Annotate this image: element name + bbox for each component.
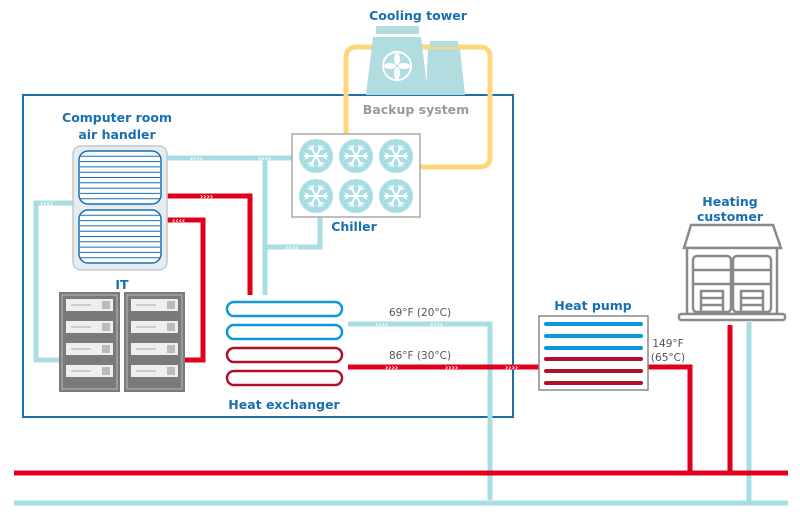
- air-handler-coils: [78, 150, 162, 264]
- svg-text:››››: ››››: [200, 192, 213, 201]
- heat-pump-label: Heat pump: [554, 298, 632, 313]
- air-handler-label-line1: Computer room: [62, 110, 172, 125]
- server-rack: [59, 292, 120, 392]
- svg-text:‹‹‹‹: ‹‹‹‹: [375, 320, 388, 329]
- svg-text:››››: ››››: [385, 363, 398, 372]
- cooling-tower-fan-icon: [366, 26, 465, 95]
- cold-return-temp: 69°F (20°C): [389, 307, 451, 319]
- hot-supply-temp-f: 149°F: [652, 338, 683, 350]
- snowflake-icon: [299, 139, 333, 173]
- heat-exchanger-label: Heat exchanger: [228, 397, 340, 412]
- backup-pipe: [343, 44, 493, 170]
- heating-customer-label-line1: Heating: [702, 194, 757, 209]
- cold-pipes: [14, 155, 788, 506]
- svg-text:››››: ››››: [285, 243, 298, 252]
- flow-arrows: ‹‹‹‹‹‹‹‹ ‹‹‹‹‹‹‹‹ ›››››››››››› ››››‹‹‹‹ …: [40, 154, 518, 372]
- snowflake-icon: [339, 179, 373, 213]
- hot-supply-temp-c: (65°C): [651, 352, 685, 364]
- heat-pump-coils: [544, 322, 643, 385]
- svg-text:‹‹‹‹: ‹‹‹‹: [40, 199, 53, 208]
- snowflake-icon: [299, 139, 413, 213]
- backup-system-label: Backup system: [363, 102, 469, 117]
- snowflake-icon: [299, 179, 333, 213]
- svg-text:‹‹‹‹: ‹‹‹‹: [258, 154, 271, 163]
- snowflake-icon: [379, 179, 413, 213]
- data-center-frame: [22, 94, 514, 418]
- air-handler-label-line2: air handler: [78, 127, 156, 142]
- snowflake-icon: [379, 139, 413, 173]
- svg-text:‹‹‹‹: ‹‹‹‹: [190, 154, 203, 163]
- svg-text:‹‹‹‹: ‹‹‹‹: [430, 320, 443, 329]
- svg-text:››››: ››››: [445, 363, 458, 372]
- cooling-tower-label: Cooling tower: [369, 8, 468, 23]
- svg-text:‹‹‹‹: ‹‹‹‹: [172, 216, 185, 225]
- snowflake-icon: [339, 139, 373, 173]
- building-icon: [677, 223, 787, 322]
- heat-pump: [538, 315, 649, 391]
- warm-supply-temp: 86°F (30°C): [389, 350, 451, 362]
- heating-customer-label-line2: customer: [697, 209, 764, 224]
- svg-text:››››: ››››: [505, 363, 518, 372]
- chiller-label: Chiller: [331, 219, 377, 234]
- server-rack-icon: [59, 292, 185, 392]
- it-label: IT: [115, 277, 129, 292]
- server-rack: [124, 292, 185, 392]
- hot-pipes: [14, 193, 788, 476]
- heat-exchanger: [225, 300, 344, 387]
